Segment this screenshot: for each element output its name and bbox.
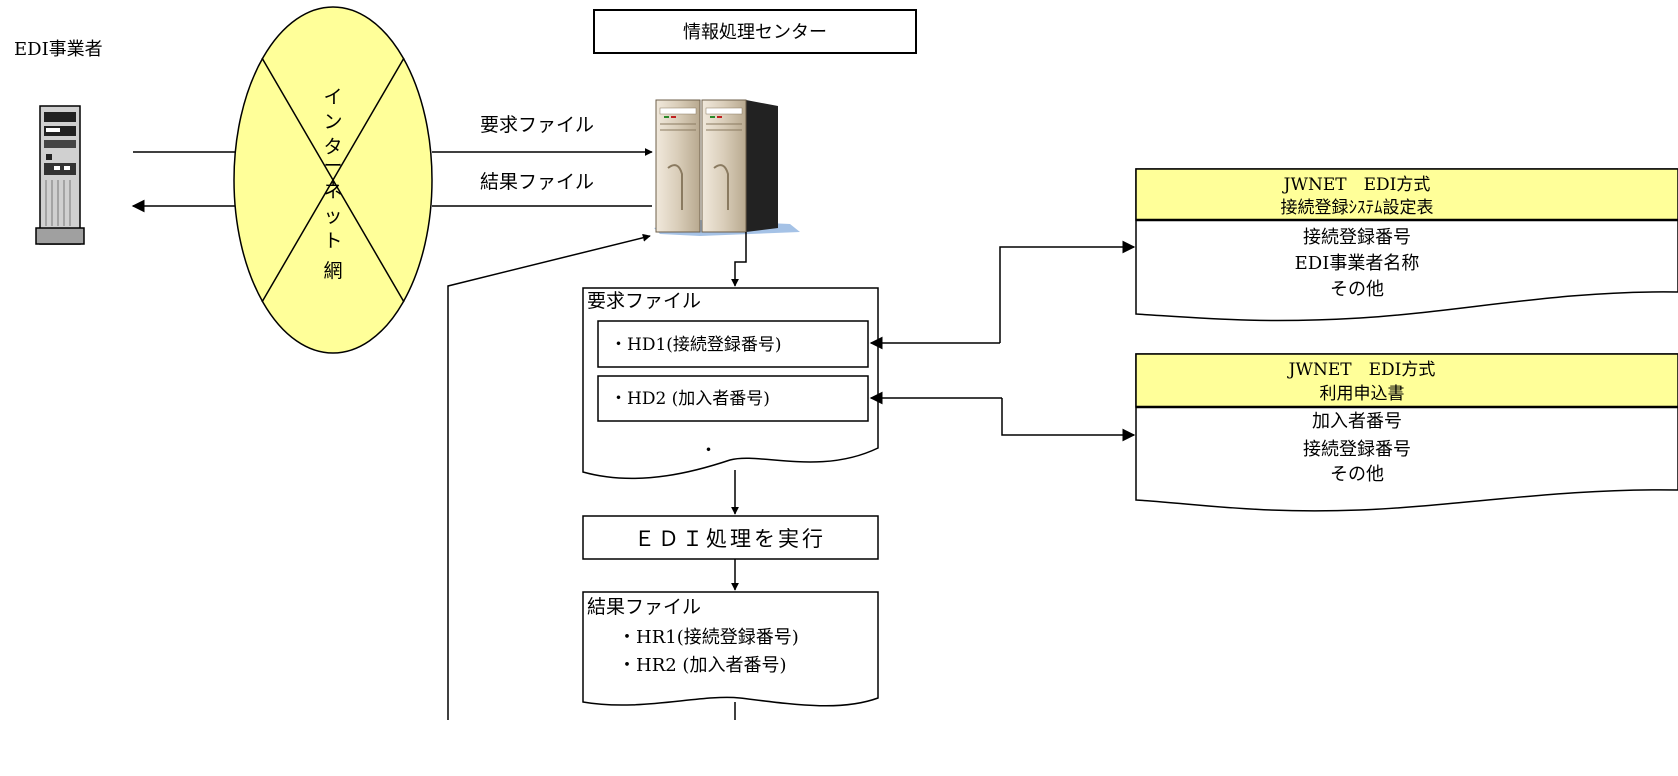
internet-char-5: ッ — [323, 205, 342, 227]
internet-char-7: 網 — [323, 260, 342, 282]
request-item-hd1: ・HD1(接続登録番号) — [610, 335, 782, 355]
internet-char-4: ネ — [323, 180, 342, 202]
doc2-line-connection-no: 接続登録番号 — [1303, 439, 1411, 460]
request-item-hd2: ・HD2 (加入者番号) — [610, 389, 770, 409]
edi-process-box: ＥＤＩ処理を実行 — [582, 515, 879, 560]
doc-application-form: JWNET EDI方式 利用申込書 加入者番号 接続登録番号 その他 — [1135, 353, 1678, 512]
server-to-request-arrow — [731, 232, 747, 287]
request-file-title: 要求ファイル — [587, 290, 701, 312]
center-title-box: 情報処理センター — [593, 9, 917, 54]
result-file-doc: 結果ファイル ・HR1(接続登録番号) ・HR2 (加入者番号) — [582, 591, 879, 707]
request-arrow-label: 要求ファイル — [480, 114, 594, 136]
center-title: 情報処理センター — [683, 22, 827, 43]
doc1-line-operator-name: EDI事業者名称 — [1295, 253, 1420, 274]
result-item-hr1: ・HR1(接続登録番号) — [618, 627, 799, 648]
doc2-line-other: その他 — [1330, 464, 1384, 485]
doc2-header-line2: 利用申込書 — [1320, 384, 1405, 404]
doc2-header-line1: JWNET EDI方式 — [1287, 360, 1436, 380]
doc-connection-settings: JWNET EDI方式 接続登録ｼｽﾃﾑ設定表 接続登録番号 EDI事業者名称 … — [1135, 168, 1678, 322]
request-ellipsis: ・ — [700, 441, 717, 461]
pc-tower-icon — [35, 105, 85, 245]
result-file-title: 結果ファイル — [587, 596, 701, 618]
server-icon — [654, 99, 800, 236]
doc1-line-other: その他 — [1330, 279, 1384, 300]
hd2-to-doc2-connector — [1001, 398, 1136, 442]
process-label: ＥＤＩ処理を実行 — [634, 527, 826, 551]
result-arrow-label: 結果ファイル — [480, 171, 594, 193]
internet-char-0: イ — [323, 86, 342, 108]
hd1-to-doc1-connector — [999, 240, 1136, 343]
doc1-header-line2: 接続登録ｼｽﾃﾑ設定表 — [1281, 198, 1434, 218]
return-flow-line — [447, 233, 651, 720]
result-item-hr2: ・HR2 (加入者番号) — [618, 655, 786, 676]
doc1-line-connection-no: 接続登録番号 — [1303, 227, 1411, 248]
internet-char-6: ト — [323, 230, 342, 252]
doc1-header-line1: JWNET EDI方式 — [1282, 175, 1431, 195]
edi-operator-label: EDI事業者 — [14, 39, 103, 60]
request-file-doc: 要求ファイル ・HD1(接続登録番号) ・HD2 (加入者番号) ・ — [582, 287, 879, 480]
internet-char-2: タ — [323, 136, 342, 158]
internet-char-1: ン — [323, 111, 342, 133]
internet-char-3: ー — [323, 155, 342, 177]
internet-network: イ ン タ ー ネ ッ ト 網 — [233, 6, 433, 354]
doc2-line-subscriber-no: 加入者番号 — [1312, 411, 1402, 432]
